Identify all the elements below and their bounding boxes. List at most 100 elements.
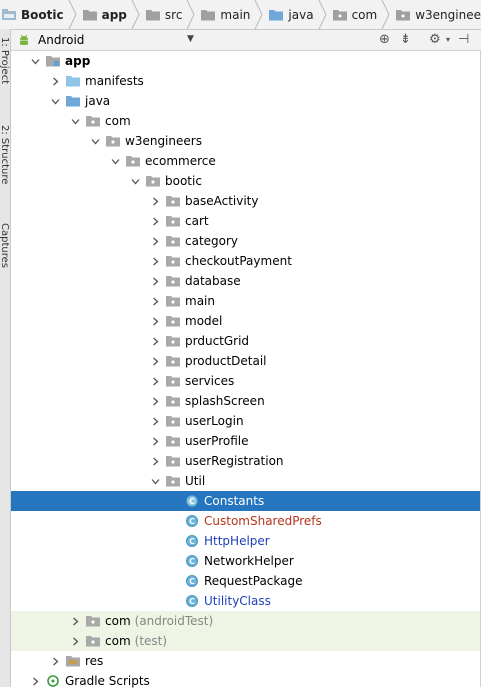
gear-icon[interactable]: ⚙ [429, 32, 441, 47]
breadcrumb-item[interactable]: java [267, 0, 330, 29]
breadcrumb-separator-icon [381, 0, 391, 29]
tree-item[interactable]: com(androidTest) [11, 611, 481, 631]
chevron-right-icon[interactable] [51, 651, 60, 671]
tree-item[interactable]: userLogin [11, 411, 481, 431]
tree-item[interactable]: app [11, 51, 481, 71]
chevron-down-icon[interactable] [111, 151, 120, 171]
chevron-down-icon[interactable] [151, 471, 160, 491]
breadcrumb-item[interactable]: com [331, 0, 395, 29]
tab-captures[interactable]: Captures [0, 223, 10, 268]
chevron-right-icon[interactable] [31, 671, 40, 691]
collapse-icon[interactable]: ⇟ [400, 32, 411, 47]
tree-item[interactable]: res [11, 651, 481, 671]
tree-item[interactable]: services [11, 371, 481, 391]
chevron-down-icon[interactable] [71, 111, 80, 131]
tree-item-label: prductGrid [185, 334, 250, 348]
hide-icon[interactable]: ⊣ [458, 32, 470, 47]
tree-item-label: w3engineers [125, 134, 202, 148]
chevron-right-icon[interactable] [151, 431, 160, 451]
chevron-right-icon[interactable] [151, 331, 160, 351]
tree-item[interactable]: prductGrid [11, 331, 481, 351]
tree-item[interactable]: bootic [11, 171, 481, 191]
chevron-right-icon[interactable] [71, 631, 80, 651]
tab-project[interactable]: 1: Project [0, 37, 10, 85]
tree-item-label: RequestPackage [204, 574, 303, 588]
tree-item-label: CustomSharedPrefs [204, 514, 322, 528]
breadcrumb-item[interactable]: src [144, 0, 200, 29]
chevron-down-icon[interactable] [51, 91, 60, 111]
chevron-right-icon[interactable] [151, 271, 160, 291]
package-icon [166, 275, 180, 287]
source-folder-icon [269, 9, 284, 21]
tree-item[interactable]: Util [11, 471, 481, 491]
tree-item[interactable]: userRegistration [11, 451, 481, 471]
tree-item[interactable]: cart [11, 211, 481, 231]
chevron-right-icon[interactable] [151, 411, 160, 431]
tree-item-label: UtilityClass [204, 594, 271, 608]
tree-item[interactable]: splashScreen [11, 391, 481, 411]
tree-item[interactable]: Gradle Scripts [11, 671, 481, 691]
tree-item[interactable]: model [11, 311, 481, 331]
breadcrumb-item[interactable]: app [81, 0, 144, 29]
tree-item[interactable]: database [11, 271, 481, 291]
chevron-right-icon[interactable] [151, 371, 160, 391]
tree-item[interactable]: w3engineers [11, 131, 481, 151]
tree-item[interactable]: userProfile [11, 431, 481, 451]
breadcrumb-label: Bootic [21, 7, 64, 22]
chevron-down-icon[interactable] [131, 171, 140, 191]
chevron-right-icon[interactable] [71, 611, 80, 631]
tree-item-label: checkoutPayment [185, 254, 292, 268]
chevron-right-icon[interactable] [151, 451, 160, 471]
tree-item[interactable]: category [11, 231, 481, 251]
source-set-suffix: (test) [134, 634, 168, 648]
project-view-selector[interactable]: Android [38, 33, 85, 47]
tree-item-label: userLogin [185, 414, 244, 428]
chevron-down-icon[interactable]: ▾ [446, 35, 451, 44]
tree-item[interactable]: checkoutPayment [11, 251, 481, 271]
chevron-right-icon[interactable] [51, 71, 60, 91]
package-icon [166, 235, 180, 247]
breadcrumb-separator-icon [254, 0, 264, 29]
tree-item-label: baseActivity [185, 194, 259, 208]
chevron-right-icon[interactable] [151, 251, 160, 271]
breadcrumb-item[interactable]: main [199, 0, 267, 29]
tree-item[interactable]: com(test) [11, 631, 481, 651]
chevron-down-icon[interactable]: ▼ [187, 34, 194, 44]
tree-item[interactable]: java [11, 91, 481, 111]
tree-item[interactable]: com [11, 111, 481, 131]
breadcrumb-item[interactable]: w3engineers [394, 0, 481, 29]
tree-item[interactable]: ecommerce [11, 151, 481, 171]
source-set-suffix: (androidTest) [134, 614, 214, 628]
package-icon [86, 635, 100, 647]
tree-item[interactable]: C UtilityClass [11, 591, 481, 611]
chevron-down-icon[interactable] [91, 131, 100, 151]
chevron-right-icon[interactable] [151, 391, 160, 411]
tree-item[interactable]: baseActivity [11, 191, 481, 211]
tab-structure[interactable]: 2: Structure [0, 125, 10, 185]
tree-item[interactable]: main [11, 291, 481, 311]
chevron-right-icon[interactable] [151, 291, 160, 311]
breadcrumb-item[interactable]: Bootic [0, 0, 81, 29]
target-icon[interactable]: ⊕ [379, 32, 390, 47]
breadcrumb-label: app [101, 7, 127, 22]
class-icon: C [186, 535, 198, 547]
chevron-right-icon[interactable] [151, 231, 160, 251]
package-icon [166, 215, 180, 227]
tree-item-label: cart [185, 214, 209, 228]
android-icon [18, 34, 30, 46]
tree-item[interactable]: manifests [11, 71, 481, 91]
chevron-right-icon[interactable] [151, 311, 160, 331]
tree-item[interactable]: productDetail [11, 351, 481, 371]
chevron-right-icon[interactable] [151, 211, 160, 231]
chevron-down-icon[interactable] [31, 51, 40, 71]
chevron-right-icon[interactable] [151, 351, 160, 371]
tree-item-label: com [105, 614, 131, 628]
class-icon: C [186, 595, 198, 607]
chevron-right-icon[interactable] [151, 191, 160, 211]
